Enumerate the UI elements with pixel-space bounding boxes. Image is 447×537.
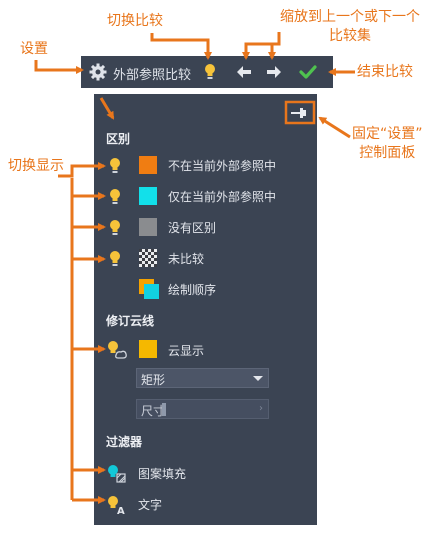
lightbulb-icon[interactable] [109, 250, 121, 268]
row-label-hatch: 图案填充 [138, 467, 187, 481]
chevron-right-icon: › [259, 403, 263, 414]
pin-icon [291, 108, 306, 118]
row-label-cloud-display: 云显示 [168, 344, 205, 358]
svg-text:A: A [117, 506, 125, 515]
callout-zoom-line1: 缩放到上一个或下一个 [280, 9, 420, 25]
callout-zoom-line2: 比较集 [329, 28, 371, 44]
section-filters: 过滤器 [106, 435, 143, 449]
checkmark-icon[interactable] [299, 64, 317, 80]
xref-compare-toolbar: 外部参照比较 [81, 56, 333, 88]
swatch-only-in-current[interactable] [139, 187, 157, 205]
lightbulb-icon[interactable] [109, 219, 121, 237]
callout-pin-settings: 固定“设置” 控制面板 [352, 125, 423, 163]
section-differences: 区别 [106, 132, 131, 146]
pin-button[interactable] [288, 105, 308, 121]
swatch-cloud[interactable] [139, 340, 157, 358]
cloud-shape-value: 矩形 [141, 373, 166, 387]
cloud-size-slider[interactable]: 尺寸 › [136, 399, 269, 419]
row-label-not-in-current: 不在当前外部参照中 [168, 159, 277, 173]
gear-icon[interactable] [89, 63, 107, 81]
lightbulb-icon[interactable] [109, 188, 121, 206]
lightbulb-hatch-icon[interactable] [107, 464, 127, 484]
slider-thumb[interactable] [162, 403, 166, 416]
callout-pin-line1: 固定“设置” [352, 126, 423, 142]
lightbulb-icon[interactable] [204, 63, 216, 81]
section-revcloud: 修订云线 [106, 314, 155, 328]
callout-toggle-compare: 切换比较 [107, 13, 163, 29]
callout-pin-line2: 控制面板 [359, 145, 416, 161]
arrow-left-icon[interactable] [236, 65, 252, 79]
callout-zoom-prev-next: 缩放到上一个或下一个 比较集 [280, 8, 420, 46]
callout-settings: 设置 [20, 41, 48, 57]
lightbulb-icon[interactable] [109, 157, 121, 175]
row-label-no-difference: 没有区别 [168, 221, 217, 235]
draw-order-icon[interactable] [139, 279, 159, 299]
cloud-shape-dropdown[interactable]: 矩形 [136, 368, 269, 388]
swatch-no-difference[interactable] [139, 218, 157, 236]
row-label-only-in-current: 仅在当前外部参照中 [168, 190, 277, 204]
lightbulb-cloud-icon[interactable] [107, 340, 127, 360]
row-label-not-compared: 未比较 [168, 252, 205, 266]
row-label-draw-order: 绘制顺序 [168, 283, 217, 297]
cloud-size-label: 尺寸 [141, 404, 166, 418]
toolbar-title: 外部参照比较 [113, 68, 192, 83]
callout-toggle-display: 切换显示 [8, 158, 64, 174]
checker-swatch-icon[interactable] [139, 249, 157, 267]
arrow-right-icon[interactable] [266, 65, 282, 79]
chevron-down-icon [253, 376, 263, 381]
callout-end-compare: 结束比较 [357, 64, 413, 80]
lightbulb-text-icon[interactable]: A [107, 495, 127, 515]
swatch-not-in-current[interactable] [139, 156, 157, 174]
row-label-text: 文字 [138, 498, 163, 512]
settings-panel: 区别 不在当前外部参照中 仅在当前外部参照中 没有区别 未比较 绘制顺序 修订云… [94, 94, 317, 525]
